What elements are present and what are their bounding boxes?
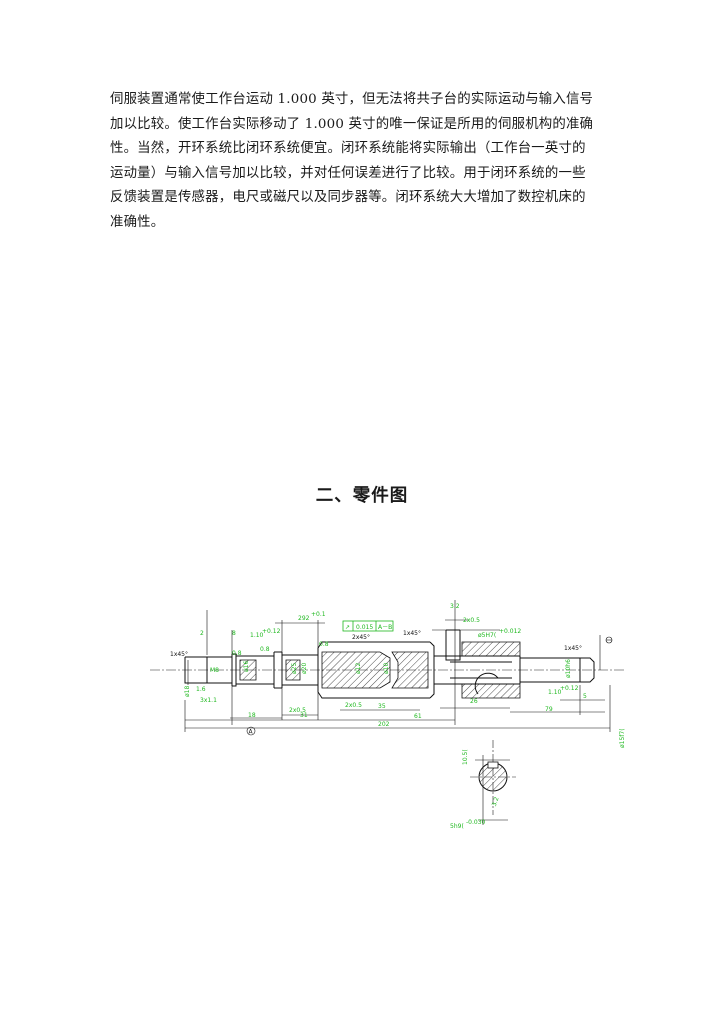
dim-26: 26: [470, 698, 478, 705]
dim-dia-b: ø16: [243, 661, 250, 672]
datum-label: A: [249, 729, 254, 736]
dim-1x45-right: 1x45°: [564, 645, 582, 652]
end-symbol: [605, 636, 613, 644]
dim-2x05-top: 2x0.5: [463, 617, 480, 624]
paragraph-line: 性。当然，开环系统比闭环系统便宜。闭环系统能将实际输出（工作台一英寸的: [110, 141, 586, 157]
dim-8: 8: [232, 630, 236, 637]
dim-16: 1.6: [196, 686, 206, 693]
dim-61: 61: [414, 713, 422, 720]
dim-292: 292: [298, 615, 310, 622]
dim-dia-a: ø18: [184, 686, 191, 697]
paragraph-line: 准确性。: [110, 214, 165, 230]
dim-dia-c: ø25: [291, 663, 298, 674]
tolerance-datum: A－B: [378, 624, 392, 631]
paragraph-line: 伺服装置通常使工作台运动 1.000 英寸，但无法将共子台的实际运动与输入信号: [110, 92, 594, 107]
section-heading: 二、零件图: [315, 486, 409, 506]
dim-110-left: 1.10: [250, 632, 264, 639]
dim-35: 35: [378, 703, 386, 710]
dim-5: 5: [583, 693, 587, 700]
dim-110-right: 1.10: [548, 689, 562, 696]
part-drawing: ↗ 0.015 A－B A 292 +0.1 2x45° 1x45° 1x45°…: [150, 600, 626, 830]
dim-dia-f: ø10: [383, 663, 390, 674]
dim-e5h7-tol: +0.012: [499, 628, 521, 635]
dim-h6: ø10h6: [565, 659, 572, 678]
dim-2x05-a: 2x0.5: [289, 707, 306, 714]
paragraph-line: 加以比较。使工作台实际移动了 1.000 英寸的唯一保证是所用的伺服机构的准确: [110, 116, 594, 132]
dim-dia-d: ø20: [301, 663, 308, 674]
dim-small-b: 0.8: [232, 650, 242, 657]
dim-1x45-mid: 1x45°: [403, 630, 421, 637]
datum-marker: A: [246, 726, 256, 736]
dim-2x45-mid: 2x45°: [352, 634, 370, 641]
dimension-texts: 292 +0.1 2x45° 1x45° 1x45° 1x45° 2x0.5 2…: [170, 603, 626, 830]
dim-ra: 3.2: [450, 603, 460, 610]
tolerance-symbol: ↗: [345, 624, 350, 631]
dim-202: 202: [378, 721, 390, 728]
dim-79: 79: [545, 706, 553, 713]
dim-105: 10.5(: [462, 749, 469, 765]
dim-m8: M8: [210, 667, 219, 674]
dim-110-right-tol: +0.12: [560, 685, 579, 692]
dim-08-a: 0.8: [260, 646, 270, 653]
dim-08-b: 0.8: [319, 641, 329, 648]
dim-110-left-tol: +0.12: [262, 628, 281, 635]
paragraph-line: 运动量）与输入信号加以比较，并对任何误差进行了比较。用于闭环系统的一些: [110, 165, 586, 181]
paragraph-line: 反馈装置是传感器，电尺或磁尺以及同步器等。闭环系统大大增加了数控机床的: [110, 190, 586, 206]
dim-5h9-tol: -0.030: [466, 819, 486, 826]
cross-section-view: [470, 740, 516, 825]
tolerance-value: 0.015: [356, 624, 373, 631]
dim-15f7: ø15f7(: [619, 728, 626, 748]
body-paragraph: 伺服装置通常使工作台运动 1.000 英寸，但无法将共子台的实际运动与输入信号 …: [110, 88, 616, 236]
dim-5h9: 5h9(: [450, 823, 464, 830]
section-hatch: [239, 641, 521, 699]
dimension-lines: [184, 600, 611, 732]
dim-e5h7: ø5H7(: [478, 632, 496, 639]
dim-dia-e: ø12: [355, 663, 362, 674]
dim-2: 2: [200, 630, 204, 637]
dim-2x05-b: 2x0.5: [345, 702, 362, 709]
geometric-tolerance-frame: ↗ 0.015 A－B: [342, 620, 394, 632]
dim-1x45-left: 1x45°: [170, 651, 188, 658]
dim-31: 31: [300, 712, 308, 719]
dim-292-tol: +0.1: [311, 611, 326, 618]
dim-small-a: 3.2: [491, 796, 501, 808]
dim-18: 18: [248, 712, 256, 719]
dim-3x11: 3x1.1: [200, 697, 217, 704]
